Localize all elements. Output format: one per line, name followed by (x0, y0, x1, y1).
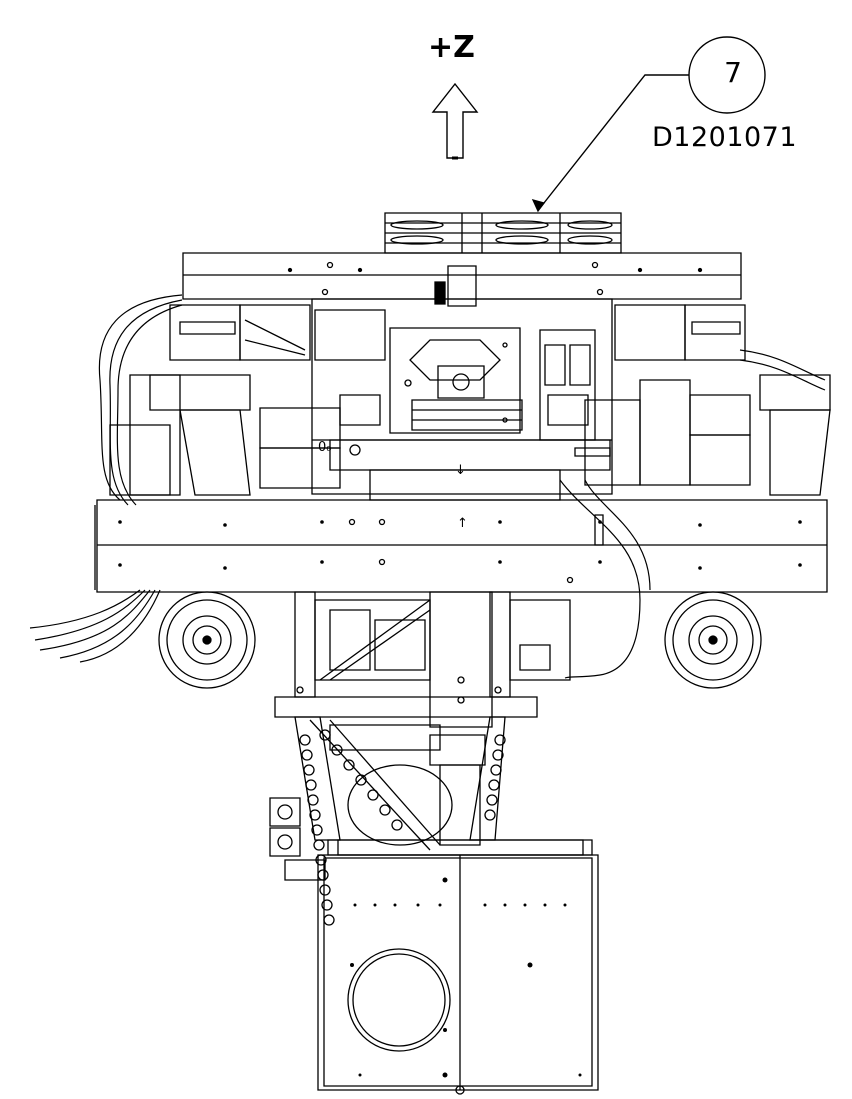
axis-label: +Z (428, 30, 475, 65)
side-bracket (270, 798, 325, 880)
cable-harness (30, 295, 825, 678)
lower-beam (95, 500, 827, 592)
left-wheel (159, 592, 255, 688)
center-column (275, 592, 570, 727)
right-side-assembly (615, 305, 830, 495)
top-pad-stack (385, 213, 621, 253)
z-axis-arrow-icon (433, 84, 477, 158)
right-wheel (665, 592, 761, 688)
left-side-assembly (110, 305, 340, 495)
callout-balloon-number: 7 (724, 56, 742, 89)
o-marks: 0₀ (318, 440, 332, 455)
callout-balloon (533, 37, 765, 211)
support-legs (295, 717, 505, 925)
up-arrow-mark: ↑ (457, 516, 468, 531)
down-arrow-mark: ↓ (455, 463, 466, 478)
top-beam (183, 253, 741, 306)
bottom-enclosure (318, 840, 598, 1094)
part-number-label: D1201071 (652, 122, 798, 153)
central-mechanism (312, 299, 640, 500)
